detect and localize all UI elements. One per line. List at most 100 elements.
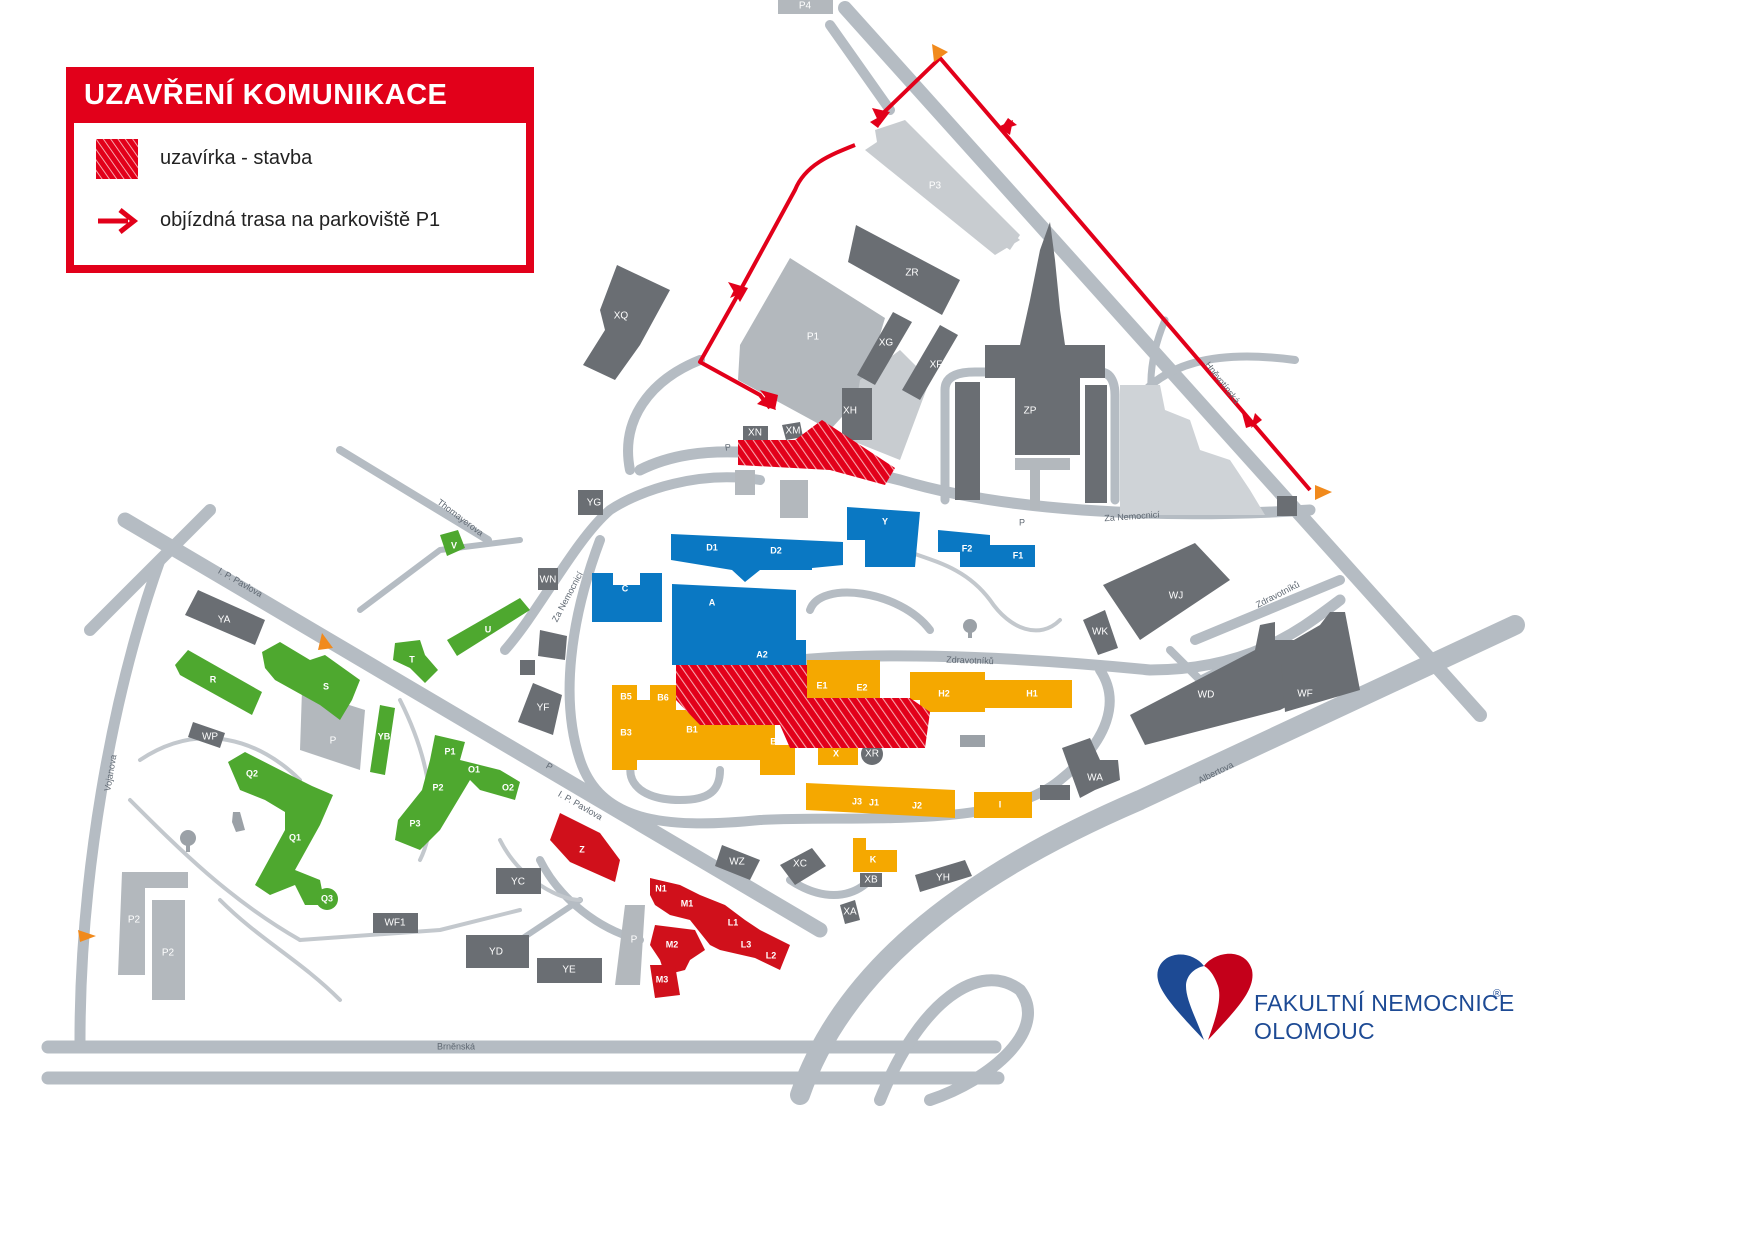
legend-title: UZAVŘENÍ KOMUNIKACE <box>84 79 448 111</box>
building-label-z: Z <box>579 844 585 854</box>
building-label-xr: XR <box>865 749 879 760</box>
building-label-j3: J3 <box>852 796 862 806</box>
building-label-c: C <box>622 583 629 593</box>
building-label-i: I <box>999 799 1002 809</box>
building-label-y: Y <box>882 516 888 526</box>
building-label-l1: L1 <box>728 917 739 927</box>
building-label-q2: Q2 <box>246 768 258 778</box>
closure-zone-north <box>738 420 895 485</box>
building-label-f1: F1 <box>1013 550 1024 560</box>
building-label-xb: XB <box>864 875 878 886</box>
parking-p1 <box>738 258 885 430</box>
entrance-markers <box>78 44 1332 942</box>
building-label-wf1: WF1 <box>384 918 406 929</box>
building-label-wn: WN <box>540 575 557 586</box>
building-label-h1: H1 <box>1026 688 1038 698</box>
building-label-e1: E1 <box>816 680 827 690</box>
building-label-xg: XG <box>879 338 894 349</box>
parking-p-mid-label: P <box>330 736 337 747</box>
building-label-p1g: P1 <box>444 746 455 756</box>
parking-p2-b <box>152 900 185 1000</box>
building-label-wj: WJ <box>1169 591 1183 602</box>
hatched-closure-icon <box>96 139 138 179</box>
building-label-wf: WF <box>1297 689 1313 700</box>
building-label-b5: B5 <box>620 691 632 701</box>
building-label-xh: XH <box>843 406 857 417</box>
legend-item-detour: objízdná trasa na parkoviště P1 <box>74 199 526 243</box>
building-label-d2: D2 <box>770 545 782 555</box>
entrance-icon <box>318 633 333 650</box>
building-label-yh: YH <box>936 873 950 884</box>
building-label-p2g: P2 <box>432 782 443 792</box>
road-label-p: P <box>544 761 554 773</box>
parking-p1-label: P1 <box>807 332 820 343</box>
building-label-yd: YD <box>489 947 503 958</box>
zone-red-buildings: Z N1 M1 L1 M2 L3 L2 M3 <box>550 813 790 998</box>
parking-p2b-label: P2 <box>162 948 175 959</box>
building-label-wk: WK <box>1092 627 1108 638</box>
parking-p-south <box>615 905 645 985</box>
road-label-p: P <box>1019 517 1025 527</box>
campus-map: P1 P3 P4 P2 P2 P P XQ ZR XG XF XH XN XM <box>41 0 1525 1106</box>
parking-p2a-label: P2 <box>128 915 141 926</box>
building-label-b2: B2 <box>770 736 782 746</box>
street-label-thomayerova: Thomayerova <box>435 497 485 538</box>
street-label-brnenska: Brněnská <box>437 1041 475 1051</box>
building-label-s: S <box>323 681 329 691</box>
building-label-b6: B6 <box>657 692 669 702</box>
logo-line-2: OLOMOUC <box>1254 1018 1375 1044</box>
building-label-u: U <box>485 624 492 634</box>
parking-p-south-label: P <box>631 935 638 946</box>
zone-blue-buildings: D1 D2 Y F2 F1 C A A2 <box>592 507 1035 665</box>
parking-p2-a <box>118 872 188 975</box>
building-label-j1: J1 <box>869 797 879 807</box>
building-label-wz: WZ <box>729 857 745 868</box>
building-label-m2: M2 <box>666 939 679 949</box>
building-label-q3: Q3 <box>321 893 333 903</box>
building-label-o1: O1 <box>468 764 480 774</box>
building-label-a: A <box>709 597 716 607</box>
parking-p3-label: P3 <box>929 181 942 192</box>
red-arrow-icon <box>98 208 139 234</box>
street-label-za-nemocnici: Za Nemocnicí <box>1104 509 1161 523</box>
zone-green-buildings: V U T S R YB P1 O1 P2 O2 P3 Q2 Q1 Q3 <box>175 530 530 910</box>
building-label-b3: B3 <box>620 727 632 737</box>
building-label-xq: XQ <box>614 311 629 322</box>
building-label-d1: D1 <box>706 542 718 552</box>
building-label-h2: H2 <box>938 688 950 698</box>
building-label-xn: XN <box>748 428 762 439</box>
route-arrow-1 <box>1242 413 1255 428</box>
building-label-q1: Q1 <box>289 832 301 842</box>
building-label-o2: O2 <box>502 782 514 792</box>
building-label-zr: ZR <box>905 268 918 279</box>
building-label-f2: F2 <box>962 543 973 553</box>
heart-logo-icon <box>1157 953 1253 1040</box>
legend-box: UZAVŘENÍ KOMUNIKACE uzavírka - stavba ob… <box>66 67 534 273</box>
building-label-m1: M1 <box>681 898 694 908</box>
zone-yellow-buildings: E1 E2 H2 H1 B5 B6 B3 B1 B2 X J3 J1 J2 I … <box>612 660 1072 872</box>
closure-zone-center <box>676 665 930 748</box>
building-label-yf: YF <box>537 703 550 714</box>
legend-item-closure: uzavírka - stavba <box>74 137 526 181</box>
parking-p4 <box>778 0 833 14</box>
legend-label-detour: objízdná trasa na parkoviště P1 <box>160 209 441 231</box>
building-label-yg: YG <box>587 498 602 509</box>
building-label-m3: M3 <box>656 974 669 984</box>
service-buildings: XQ ZR XG XF XH XN XM ZP YG WN YA YF WJ <box>185 222 1360 983</box>
building-label-l2: L2 <box>766 950 777 960</box>
building-label-ya: YA <box>218 615 231 626</box>
building-label-xa: XA <box>843 907 857 918</box>
building-label-xf: XF <box>930 360 943 371</box>
building-label-zp: ZP <box>1024 406 1037 417</box>
entrance-icon <box>1315 485 1332 500</box>
building-label-yc: YC <box>511 877 525 888</box>
parking-p-mid <box>300 690 365 770</box>
entrance-icon <box>932 44 948 62</box>
legend-body: uzavírka - stavba objízdná trasa na park… <box>74 123 526 265</box>
building-label-l3: L3 <box>741 939 752 949</box>
building-label-ye: YE <box>562 965 576 976</box>
logo-line-1: FAKULTNÍ NEMOCNICE <box>1254 990 1515 1016</box>
road-label-p: P <box>724 442 731 453</box>
street-label-hnevotinska: Hněvotínská <box>1203 360 1242 406</box>
building-label-v: V <box>451 540 457 550</box>
